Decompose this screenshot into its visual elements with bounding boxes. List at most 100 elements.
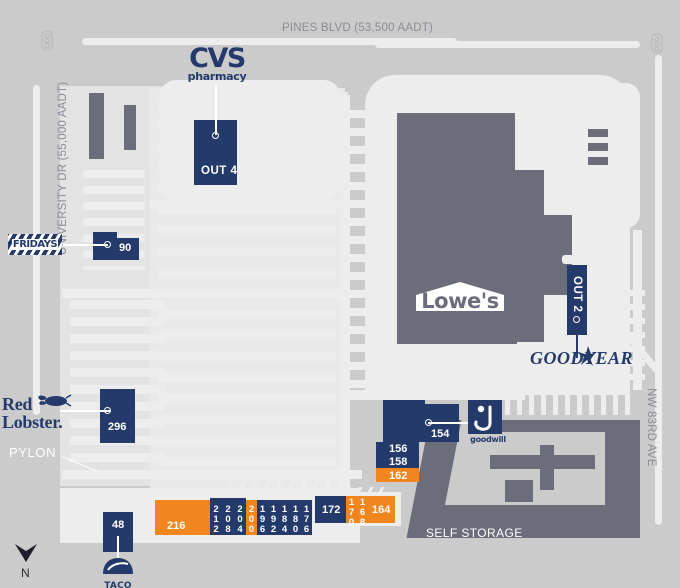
self-storage-building-north: [468, 420, 640, 432]
street-label-pines-blvd: PINES BLVD (53,500 AADT): [282, 22, 433, 34]
suite-208-label: 2 0 8: [225, 504, 231, 535]
suite-176-block[interactable]: [301, 500, 312, 535]
fridays-logo-box: FRIDAYS: [8, 234, 62, 255]
suite-170-label: 1 7 0: [348, 497, 355, 528]
traffic-signal-icon-right: [649, 33, 665, 60]
suite-162-block[interactable]: [376, 468, 419, 482]
suite-216-label: 216: [167, 520, 186, 532]
suite-164-label: 164: [372, 504, 391, 516]
leader-line-taco-bell: [117, 536, 119, 564]
fridays-logo[interactable]: FRIDAYS: [8, 234, 62, 255]
lowes-sign: Lowe's: [412, 281, 508, 313]
pylon-label: PYLON: [9, 445, 57, 460]
drive-aisle-ew-south: [62, 470, 362, 479]
leader-line-goodwill: [428, 422, 468, 424]
lowes-label: Lowe's: [421, 289, 499, 313]
outparcel-out-2[interactable]: [567, 265, 587, 335]
leader-line-fridays: [63, 244, 108, 246]
suite-156-block[interactable]: [376, 442, 419, 455]
fridays-logo-label: FRIDAYS: [11, 239, 59, 250]
suite-154-label: 154: [431, 428, 450, 440]
drive-aisle-east-ns: [633, 230, 642, 390]
suite-168-label: 1 6 8: [359, 497, 366, 528]
pines-blvd-roadway: [82, 38, 457, 45]
goodwill-logo-label: goodwill: [470, 435, 506, 444]
suite-168-block[interactable]: [357, 496, 368, 523]
goodwill-logo[interactable]: goodwill: [468, 400, 508, 444]
taco-bell-logo-label: TACO: [104, 581, 132, 588]
parking-rows-goodwill: [505, 395, 635, 415]
suite-158-label: 158: [389, 456, 408, 468]
suite-48-label: 48: [112, 519, 125, 531]
west-building-a: [89, 93, 104, 159]
self-storage-label: SELF STORAGE: [426, 526, 523, 540]
leader-dot-goodwill: [425, 419, 432, 426]
red-lobster-logo-line1: Red: [2, 394, 33, 414]
pylon-sign-marker: [66, 470, 86, 475]
leader-line-red-lobster: [60, 410, 110, 412]
leader-dot-fridays: [104, 241, 111, 248]
suite-164-block[interactable]: [368, 496, 395, 523]
suite-180-label: 1 8 0: [292, 504, 299, 535]
suite-162-label: 162: [389, 470, 408, 482]
suite-90-label: 90: [119, 242, 132, 254]
suite-204-label: 2 0 4: [237, 504, 243, 535]
suite-192-label: 1 9 2: [270, 504, 277, 535]
suite-296-label: 296: [108, 421, 127, 433]
suite-156-label: 156: [389, 443, 408, 455]
suite-208-block[interactable]: [222, 498, 234, 535]
suite-172-block[interactable]: [315, 496, 346, 523]
drive-aisle-ew-north: [150, 200, 350, 209]
suite-176-label: 1 7 6: [303, 504, 310, 535]
suite-170-block[interactable]: [346, 496, 357, 523]
self-storage-building-east: [605, 420, 640, 538]
nw-83rd-roadway: [655, 55, 662, 525]
suite-196-label: 1 9 6: [259, 504, 266, 535]
taco-bell-icon: [103, 558, 133, 574]
suite-192-block[interactable]: [268, 500, 279, 535]
suite-200-label: 2 0 0: [248, 504, 255, 535]
parking-rows-east: [345, 110, 387, 400]
suite-216-block[interactable]: [155, 500, 210, 535]
outparcel-out-4-label: OUT 4: [201, 165, 238, 177]
leader-line-cvs: [215, 85, 217, 135]
outparcel-out-2-label: OUT 2: [571, 276, 583, 313]
lobster-icon: [38, 394, 72, 407]
suite-200-block[interactable]: [246, 500, 257, 535]
street-label-nw-83rd-ave: NW 83RD AVE: [645, 388, 657, 467]
suite-90-block-b[interactable]: [117, 238, 139, 260]
traffic-signal-icon-left: [39, 30, 55, 57]
cvs-logo-sub: pharmacy: [187, 70, 247, 83]
winged-foot-icon: [579, 346, 597, 366]
leader-dot-goodyear: [573, 316, 580, 323]
goodwill-logo-box: [468, 400, 502, 434]
leader-line-goodyear: [576, 320, 578, 358]
suite-184-label: 1 8 4: [281, 504, 288, 535]
suite-184-block[interactable]: [279, 500, 290, 535]
red-lobster-logo-tm: .: [58, 412, 63, 432]
suite-158-block[interactable]: [376, 455, 419, 468]
cvs-logo[interactable]: CVS pharmacy: [186, 43, 248, 83]
taco-bell-logo[interactable]: TACO: [101, 556, 135, 588]
drive-aisle-lowes-front: [350, 390, 525, 400]
cvs-logo-main: CVS: [189, 43, 246, 74]
west-building-b: [124, 105, 136, 150]
north-arrow-icon: [13, 542, 39, 571]
north-label: N: [21, 566, 30, 580]
out-2-pad-top: [562, 255, 592, 264]
lowes-building-ext-b: [397, 215, 572, 295]
suite-154-block-notch[interactable]: [383, 400, 425, 408]
suite-296-block[interactable]: [100, 389, 135, 443]
suite-212-block[interactable]: [210, 498, 222, 535]
leader-dot-red-lobster: [104, 407, 111, 414]
parking-stalls-angled-strip: [220, 478, 350, 496]
red-lobster-logo[interactable]: Red Lobster.: [2, 394, 72, 432]
red-lobster-logo-line2: Lobster: [2, 412, 59, 432]
pines-blvd-roadway-east: [375, 41, 640, 48]
self-storage-inner-b: [540, 445, 554, 490]
lowes-gable-icon: [416, 282, 504, 311]
suite-196-block[interactable]: [257, 500, 268, 535]
suite-204-block[interactable]: [234, 498, 246, 535]
goodyear-logo[interactable]: GOODYEAR: [530, 346, 633, 369]
suite-180-block[interactable]: [290, 500, 301, 535]
